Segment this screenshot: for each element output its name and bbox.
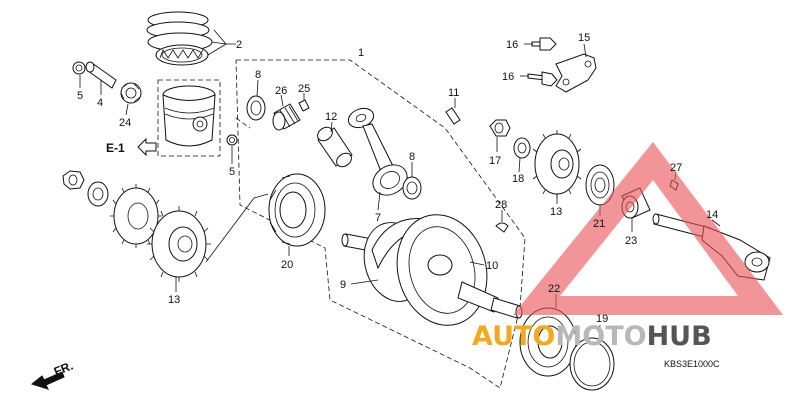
pin-25	[298, 99, 310, 112]
label-part-13-right: 13	[550, 206, 562, 218]
label-part-2: 2	[236, 39, 242, 51]
label-part-7: 7	[375, 212, 381, 224]
label-part-13-left: 13	[168, 294, 180, 306]
washer-8-lower	[402, 176, 422, 200]
label-part-22: 22	[548, 283, 560, 295]
label-part-20: 20	[281, 259, 293, 271]
nut-left	[62, 170, 85, 190]
label-part-27: 27	[670, 162, 682, 174]
washer-8-upper	[246, 95, 266, 121]
reference-label: E-1	[106, 141, 125, 155]
primary-drive-gear	[110, 184, 162, 248]
bearing-21	[585, 164, 615, 206]
reference-e1: E-1	[106, 137, 157, 157]
label-part-11: 11	[448, 87, 459, 99]
front-label: FR.	[52, 359, 75, 379]
label-part-17: 17	[489, 155, 501, 167]
watermark-triangle	[513, 142, 783, 315]
needle-bearing-24	[120, 82, 142, 104]
bolt-16-upper	[531, 37, 557, 51]
pin-11	[445, 107, 461, 125]
washer-left	[87, 181, 109, 207]
label-part-8-upper: 8	[255, 69, 261, 81]
bearing-22	[519, 307, 577, 377]
needle-bearing-26	[272, 103, 301, 131]
label-part-25: 25	[298, 83, 310, 95]
clip-5-right	[226, 134, 238, 146]
gear-13-left	[147, 206, 211, 282]
diagram-code: KBS3E1000C	[664, 359, 720, 369]
piston-pin	[85, 61, 117, 89]
label-part-5-left: 5	[77, 90, 83, 102]
crank-pin-12	[317, 126, 353, 168]
bolt-16-lower	[527, 71, 558, 87]
label-part-19: 19	[596, 313, 608, 325]
label-part-4: 4	[97, 97, 103, 109]
clip-5-left	[72, 61, 86, 75]
front-direction-arrow: FR.	[30, 359, 75, 390]
washer-18	[513, 137, 531, 159]
label-part-10: 10	[486, 260, 498, 272]
gear-13-right	[532, 130, 582, 198]
bracket-15	[555, 53, 597, 93]
label-part-21: 21	[593, 218, 605, 230]
label-part-15: 15	[578, 32, 590, 44]
label-part-23: 23	[625, 235, 637, 247]
label-part-26: 26	[275, 85, 287, 97]
label-part-16-upper: 16	[506, 39, 518, 51]
bearing-20	[268, 173, 326, 247]
label-part-24: 24	[119, 117, 131, 129]
label-part-1: 1	[358, 47, 364, 59]
piston-box	[157, 79, 221, 157]
key-28	[495, 222, 509, 233]
connecting-rod	[347, 107, 408, 196]
piston	[162, 85, 216, 147]
label-part-28: 28	[495, 199, 507, 211]
label-part-14: 14	[706, 209, 718, 221]
watermark-text: AUTOMOTOHUB	[472, 321, 712, 352]
label-part-8-lower: 8	[409, 151, 415, 163]
crankshaft	[341, 214, 523, 326]
label-part-18: 18	[512, 173, 524, 185]
piston-rings	[146, 11, 213, 66]
oil-seal-19	[569, 337, 615, 391]
label-part-12: 12	[325, 111, 337, 123]
label-part-5-right: 5	[229, 166, 235, 178]
label-part-16-lower: 16	[502, 71, 514, 83]
nut-17	[489, 119, 511, 137]
label-part-9: 9	[340, 279, 346, 291]
watermark: AUTOMOTOHUB	[472, 142, 783, 352]
